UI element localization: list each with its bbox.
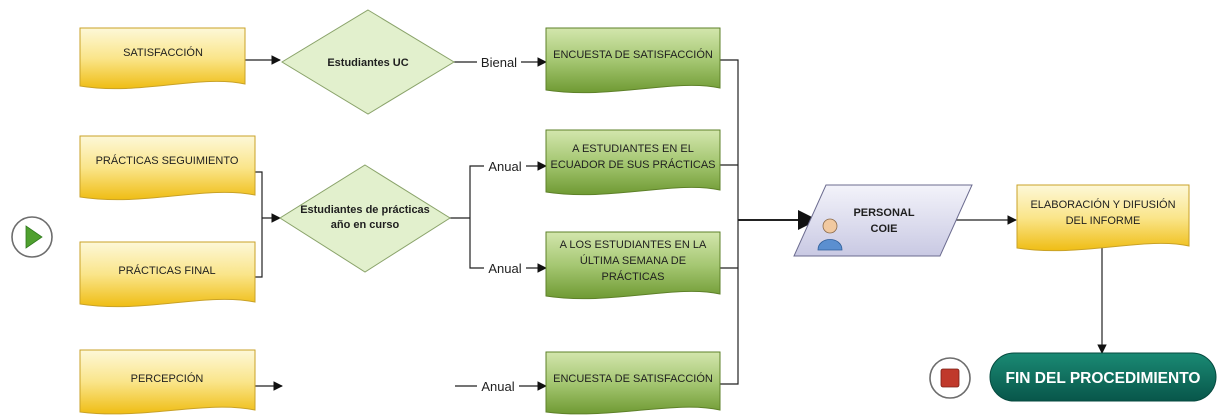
doc-practicas-seguimiento-label: PRÁCTICAS SEGUIMIENTO bbox=[96, 154, 239, 167]
doc-satisfaccion-label: SATISFACCIÓN bbox=[123, 46, 203, 59]
doc-practicas-seguimiento: PRÁCTICAS SEGUIMIENTO bbox=[79, 135, 256, 201]
gateway-estudiantes-uc: Estudiantes UC bbox=[281, 9, 455, 115]
doc-satisfaccion: SATISFACCIÓN bbox=[79, 27, 246, 90]
start-event bbox=[11, 216, 53, 258]
survey-encuesta-satisfaccion-2: ENCUESTA DE SATISFACCIÓN bbox=[545, 351, 721, 415]
survey-encuesta-satisfaccion-1: ENCUESTA DE SATISFACCIÓN bbox=[545, 27, 721, 94]
doc-informe: ELABORACIÓN Y DIFUSIÓN DEL INFORME bbox=[1016, 184, 1190, 252]
merge-encuesta2 bbox=[720, 220, 739, 385]
edge-label-anual-3: Anual bbox=[481, 379, 514, 394]
survey-ultima-semana: A LOS ESTUDIANTES EN LA ÚLTIMA SEMANA DE… bbox=[545, 231, 721, 300]
survey-ecuador-practicas: A ESTUDIANTES EN EL ECUADOR DE SUS PRÁCT… bbox=[545, 129, 721, 196]
personal-label-line1: PERSONAL bbox=[853, 207, 914, 219]
personal-coie: PERSONAL COIE bbox=[793, 184, 973, 257]
survey-ultima-line2: ÚLTIMA SEMANA DE bbox=[580, 254, 686, 267]
doc-percepcion-label: PERCEPCIÓN bbox=[131, 372, 204, 385]
play-icon bbox=[25, 225, 43, 249]
gateway-estudiantes-practicas: Estudiantes de prácticas año en curso bbox=[279, 164, 451, 273]
survey-ecuador-line1: A ESTUDIANTES EN EL bbox=[572, 143, 694, 155]
bracket-practicas bbox=[255, 171, 263, 278]
survey-2-label: ENCUESTA DE SATISFACCIÓN bbox=[553, 372, 713, 385]
gateway-estudiantes-uc-label: Estudiantes UC bbox=[327, 57, 408, 69]
edge-label-anual-2: Anual bbox=[488, 261, 521, 276]
gateway-practicas-label-line2: año en curso bbox=[331, 219, 400, 231]
end-event: FIN DEL PROCEDIMIENTO bbox=[929, 352, 1217, 402]
personal-label-line2: COIE bbox=[871, 223, 898, 235]
gateway-practicas-label-line1: Estudiantes de prácticas bbox=[300, 204, 430, 216]
doc-practicas-final: PRÁCTICAS FINAL bbox=[79, 241, 256, 308]
doc-practicas-final-label: PRÁCTICAS FINAL bbox=[118, 264, 215, 277]
informe-label-line2: DEL INFORME bbox=[1066, 215, 1141, 227]
stop-icon bbox=[940, 368, 960, 388]
survey-1-label: ENCUESTA DE SATISFACCIÓN bbox=[553, 48, 713, 61]
doc-percepcion: PERCEPCIÓN bbox=[79, 349, 256, 415]
survey-ultima-line3: PRÁCTICAS bbox=[602, 270, 665, 283]
survey-ecuador-line2: ECUADOR DE SUS PRÁCTICAS bbox=[550, 158, 715, 171]
informe-label-line1: ELABORACIÓN Y DIFUSIÓN bbox=[1030, 198, 1175, 211]
connectors bbox=[245, 55, 1107, 391]
merge-encuesta1 bbox=[720, 59, 739, 220]
fin-procedimiento-label: FIN DEL PROCEDIMIENTO bbox=[1006, 370, 1201, 387]
survey-ultima-line1: A LOS ESTUDIANTES EN LA bbox=[560, 239, 707, 251]
edge-label-anual-1: Anual bbox=[488, 159, 521, 174]
edge-label-bienal: Bienal bbox=[481, 55, 517, 70]
user-icon bbox=[817, 218, 843, 251]
